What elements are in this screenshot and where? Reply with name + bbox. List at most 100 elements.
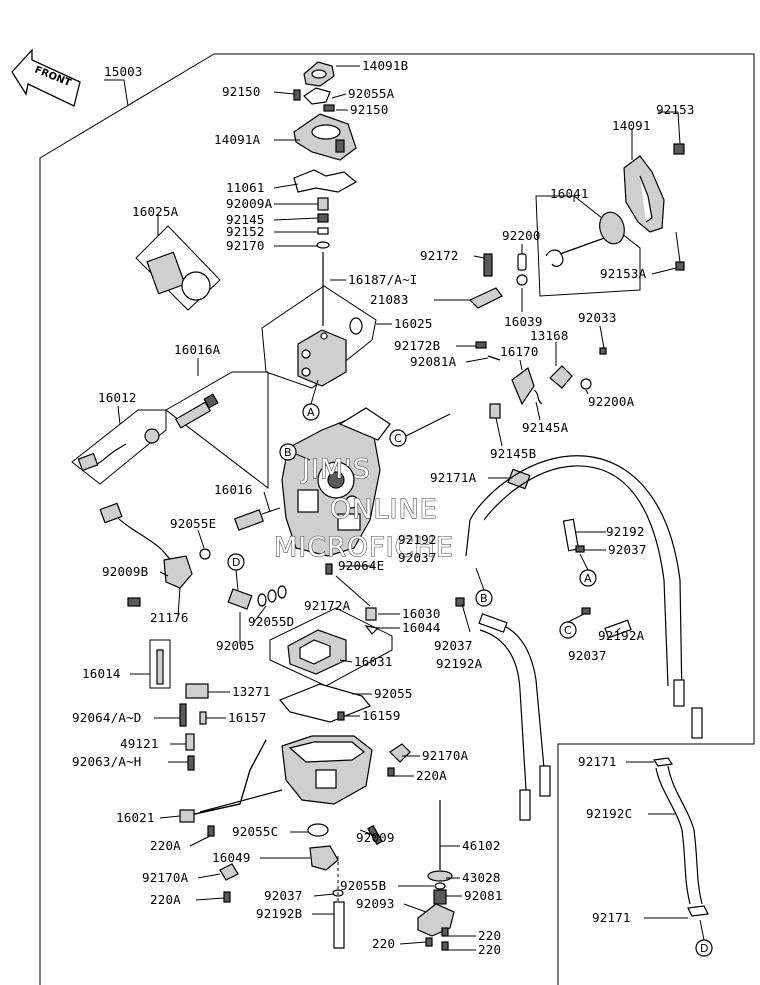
label-14091: 14091 bbox=[612, 118, 651, 133]
label-92172a: 92172A bbox=[304, 598, 351, 613]
label-92150-b: 92150 bbox=[350, 102, 389, 117]
svg-text:A: A bbox=[584, 572, 592, 585]
label-92055e: 92055E bbox=[170, 516, 216, 531]
kit-16012-group bbox=[71, 409, 167, 485]
screw-220a-b bbox=[207, 825, 215, 837]
label-21176: 21176 bbox=[150, 610, 189, 625]
label-92037-e: 92037 bbox=[264, 888, 303, 903]
bracket-13168 bbox=[549, 365, 573, 389]
carburetor-body bbox=[281, 407, 391, 557]
kit-16025a-group bbox=[135, 225, 221, 311]
plug-16049 bbox=[309, 845, 339, 871]
jet-kit-16014 bbox=[149, 639, 171, 689]
label-220-c: 220 bbox=[478, 942, 501, 957]
label-92064e: 92064E bbox=[338, 558, 384, 573]
pilot-jet-49121 bbox=[185, 733, 195, 751]
svg-text:C: C bbox=[564, 624, 572, 637]
callout-b-top: B bbox=[279, 443, 297, 461]
clip-16044 bbox=[364, 625, 380, 635]
label-92172b: 92172B bbox=[394, 338, 440, 353]
label-16041: 16041 bbox=[550, 186, 589, 201]
label-92037-b: 92037 bbox=[608, 542, 647, 557]
label-92033: 92033 bbox=[578, 310, 617, 325]
label-92192b: 92192B bbox=[256, 906, 302, 921]
watermark-line-3: MICROFICHE bbox=[274, 532, 454, 563]
label-16049: 16049 bbox=[212, 850, 251, 865]
label-92009a: 92009A bbox=[226, 196, 273, 211]
clip-92170a-b bbox=[219, 863, 239, 881]
label-92081a: 92081A bbox=[410, 354, 457, 369]
watermark-line-1: JIM'S bbox=[300, 454, 371, 485]
label-16014: 16014 bbox=[82, 666, 121, 681]
label-16025a: 16025A bbox=[132, 204, 179, 219]
screw-92172b bbox=[475, 341, 487, 349]
screw-92009a bbox=[317, 197, 329, 211]
top-cover-group bbox=[293, 61, 358, 326]
nut-92033 bbox=[599, 347, 607, 355]
label-16187: 16187/A~I bbox=[348, 272, 418, 287]
label-92037-a: 92037 bbox=[398, 550, 437, 565]
bolt-92153a bbox=[675, 261, 685, 271]
label-21083: 21083 bbox=[370, 292, 409, 307]
spring-92145a bbox=[533, 389, 543, 405]
bolt-92153 bbox=[673, 143, 685, 155]
label-13168: 13168 bbox=[530, 328, 569, 343]
label-16170: 16170 bbox=[500, 344, 539, 359]
float-bowl bbox=[281, 735, 411, 805]
label-92009: 92009 bbox=[356, 830, 395, 845]
label-220a-c: 220A bbox=[150, 892, 181, 907]
callout-c-right: C bbox=[559, 621, 577, 639]
spring-92145 bbox=[317, 213, 329, 223]
valve-plate-16025a bbox=[146, 251, 186, 295]
label-92009b: 92009B bbox=[102, 564, 148, 579]
label-92005: 92005 bbox=[216, 638, 255, 653]
label-92150-a: 92150 bbox=[222, 84, 261, 99]
label-220-b: 220 bbox=[372, 936, 395, 951]
o-ring-92055b bbox=[434, 882, 446, 890]
idle-adjuster-16016 bbox=[233, 507, 281, 531]
label-92081: 92081 bbox=[464, 888, 503, 903]
label-92037-c: 92037 bbox=[434, 638, 473, 653]
watermark: JIM'S ONLINE MICROFICHE bbox=[273, 453, 454, 563]
label-92171-b: 92171 bbox=[592, 910, 631, 925]
spring-92081a bbox=[487, 355, 501, 361]
label-43028: 43028 bbox=[462, 870, 501, 885]
kit-16016a-group bbox=[165, 371, 269, 490]
callout-d-bottom: D bbox=[695, 939, 713, 957]
label-92192-a: 92192 bbox=[398, 532, 437, 547]
label-92172: 92172 bbox=[420, 248, 459, 263]
label-92192-b: 92192 bbox=[606, 524, 645, 539]
label-16044: 16044 bbox=[402, 620, 441, 635]
gasket-92055a bbox=[303, 87, 331, 105]
washer-16039 bbox=[516, 274, 528, 286]
label-92200a: 92200A bbox=[588, 394, 635, 409]
watermark-line-2: ONLINE bbox=[330, 494, 438, 525]
svg-text:A: A bbox=[307, 406, 315, 419]
svg-text:C: C bbox=[394, 432, 402, 445]
lower-parts bbox=[219, 823, 383, 949]
label-92200: 92200 bbox=[502, 228, 541, 243]
callout-a-right: A bbox=[579, 569, 597, 587]
lever-21083 bbox=[468, 287, 503, 309]
bolt-92009b bbox=[127, 597, 141, 607]
label-220-a: 220 bbox=[478, 928, 501, 943]
label-16012: 16012 bbox=[98, 390, 137, 405]
label-49121: 49121 bbox=[120, 736, 159, 751]
label-16157: 16157 bbox=[228, 710, 267, 725]
label-14091b: 14091B bbox=[362, 58, 408, 73]
jet-92005 bbox=[227, 585, 287, 610]
label-92145b: 92145B bbox=[490, 446, 536, 461]
o-ring-92055c bbox=[307, 823, 329, 837]
label-16031: 16031 bbox=[354, 654, 393, 669]
label-92152: 92152 bbox=[226, 224, 265, 239]
label-16016a: 16016A bbox=[174, 342, 221, 357]
diaphragm-43028 bbox=[427, 870, 453, 882]
lever-16170 bbox=[511, 367, 535, 406]
label-220a-b: 220A bbox=[150, 838, 181, 853]
label-92153: 92153 bbox=[656, 102, 695, 117]
spring-92081 bbox=[433, 889, 447, 905]
label-92063: 92063/A~H bbox=[72, 754, 142, 769]
label-16030: 16030 bbox=[402, 606, 441, 621]
front-arrow-icon: FRONT bbox=[11, 48, 81, 107]
